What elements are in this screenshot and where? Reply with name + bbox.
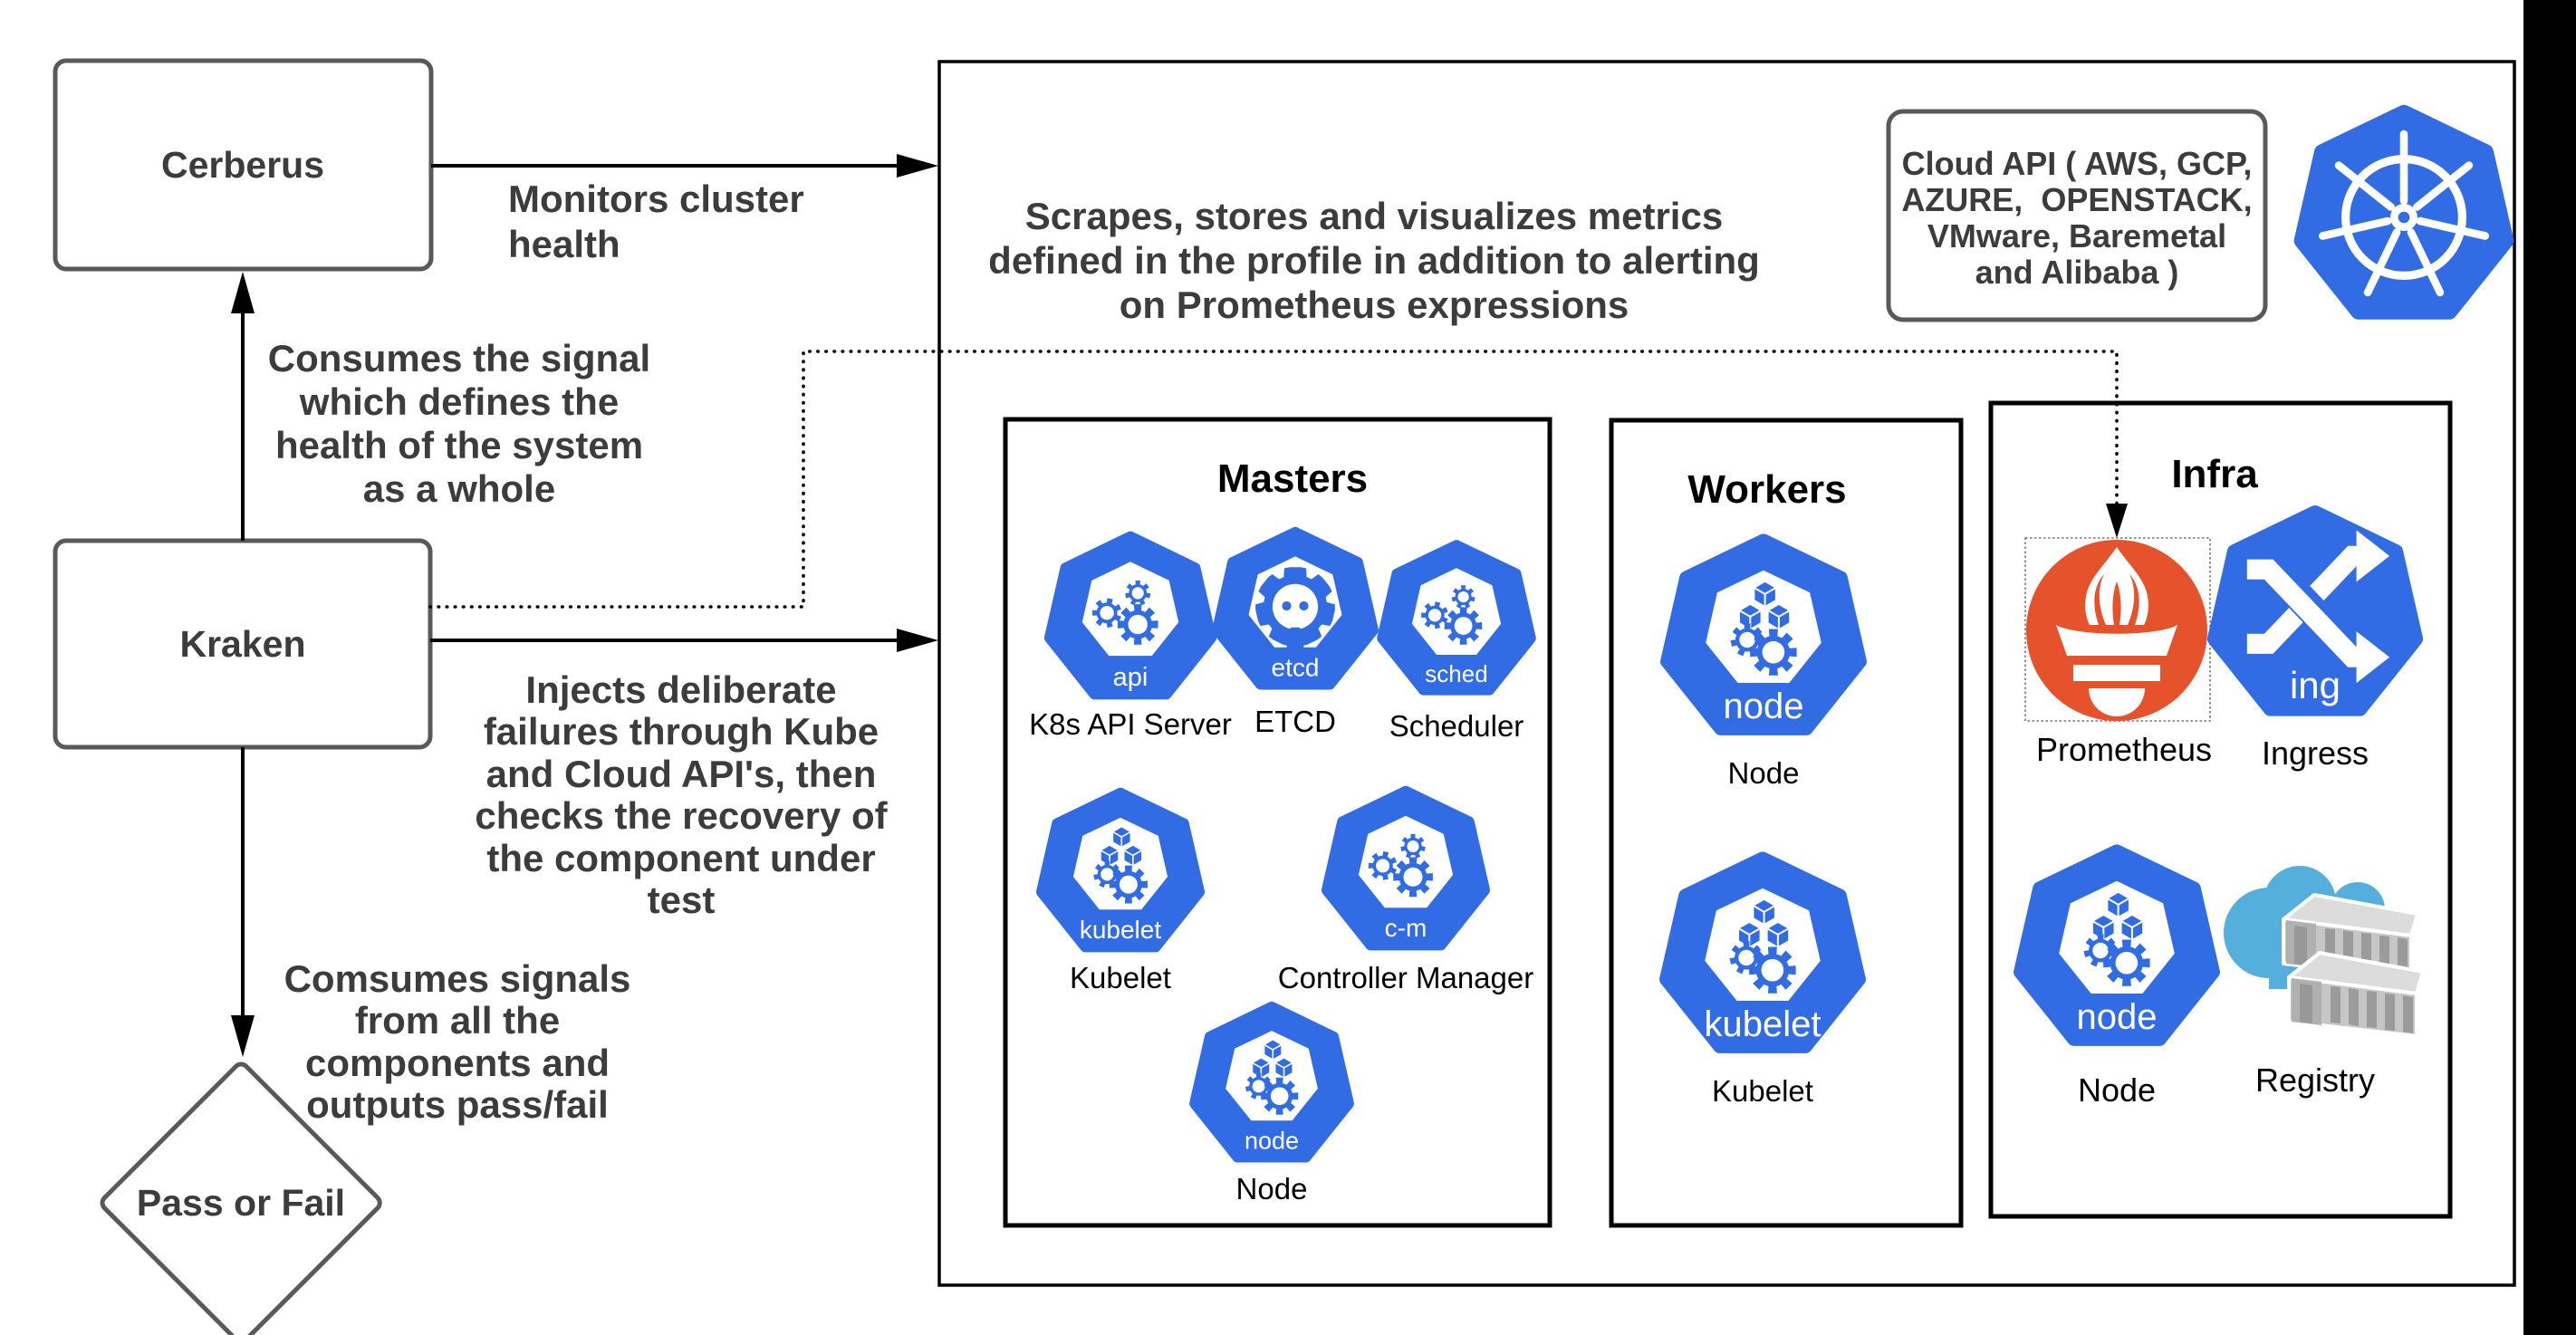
svg-text:Kubelet: Kubelet [1070,961,1171,994]
svg-text:health: health [508,223,620,265]
svg-text:ing: ing [2290,664,2341,706]
svg-text:health of the system: health of the system [275,424,643,466]
svg-text:from all the: from all the [355,999,560,1042]
svg-text:Workers: Workers [1687,467,1846,512]
svg-text:and Cloud API's, then: and Cloud API's, then [486,753,877,795]
svg-text:etcd: etcd [1272,653,1320,681]
svg-text:Node: Node [1728,756,1800,790]
svg-text:kubelet: kubelet [1080,916,1162,944]
svg-text:node: node [1245,1128,1299,1155]
svg-text:Prometheus: Prometheus [2036,731,2212,768]
svg-text:Ingress: Ingress [2262,735,2369,772]
svg-text:Scheduler: Scheduler [1389,709,1524,743]
svg-text:VMware, Baremetal: VMware, Baremetal [1927,217,2226,255]
svg-text:kubelet: kubelet [1705,1004,1821,1044]
svg-text:test: test [648,879,716,921]
svg-text:K8s API Server: K8s API Server [1029,707,1232,741]
svg-text:failures through Kube: failures through Kube [484,710,879,753]
svg-text:defined in the profile in addi: defined in the profile in addition to al… [988,239,1760,282]
svg-text:Controller Manager: Controller Manager [1278,961,1533,994]
svg-text:checks the recovery of: checks the recovery of [475,794,888,837]
svg-text:which defines the: which defines the [299,380,619,423]
svg-text:Monitors cluster: Monitors cluster [508,178,804,220]
svg-text:Cloud API ( AWS, GCP,: Cloud API ( AWS, GCP, [1902,145,2253,182]
svg-text:Consumes the signal: Consumes the signal [268,337,650,379]
svg-text:node: node [2077,997,2158,1037]
svg-text:api: api [1113,663,1149,692]
svg-text:the component under: the component under [486,837,875,879]
svg-text:Kraken: Kraken [179,623,305,665]
svg-text:as a whole: as a whole [363,467,555,510]
svg-text:and Alibaba ): and Alibaba ) [1975,254,2179,291]
svg-text:Comsumes signals: Comsumes signals [284,957,631,1000]
svg-text:Masters: Masters [1217,456,1368,501]
svg-text:Registry: Registry [2255,1061,2375,1099]
svg-text:c-m: c-m [1385,914,1427,942]
svg-text:Node: Node [2078,1071,2156,1109]
svg-text:Injects deliberate: Injects deliberate [525,668,836,711]
svg-text:Kubelet: Kubelet [1712,1074,1813,1108]
svg-text:AZURE, OPENSTACK,: AZURE, OPENSTACK, [1901,181,2252,218]
svg-text:on Prometheus expressions: on Prometheus expressions [1120,283,1629,326]
svg-text:Infra: Infra [2171,452,2258,496]
svg-text:components and: components and [305,1042,610,1084]
svg-text:node: node [1724,687,1804,726]
svg-text:Pass or Fail: Pass or Fail [137,1182,345,1224]
svg-text:Node: Node [1236,1172,1308,1205]
svg-text:ETCD: ETCD [1254,705,1336,738]
svg-text:Cerberus: Cerberus [161,144,324,186]
svg-text:sched: sched [1425,660,1487,687]
svg-text:outputs pass/fail: outputs pass/fail [306,1083,609,1126]
svg-text:Scrapes, stores and visualizes: Scrapes, stores and visualizes metrics [1025,195,1723,237]
